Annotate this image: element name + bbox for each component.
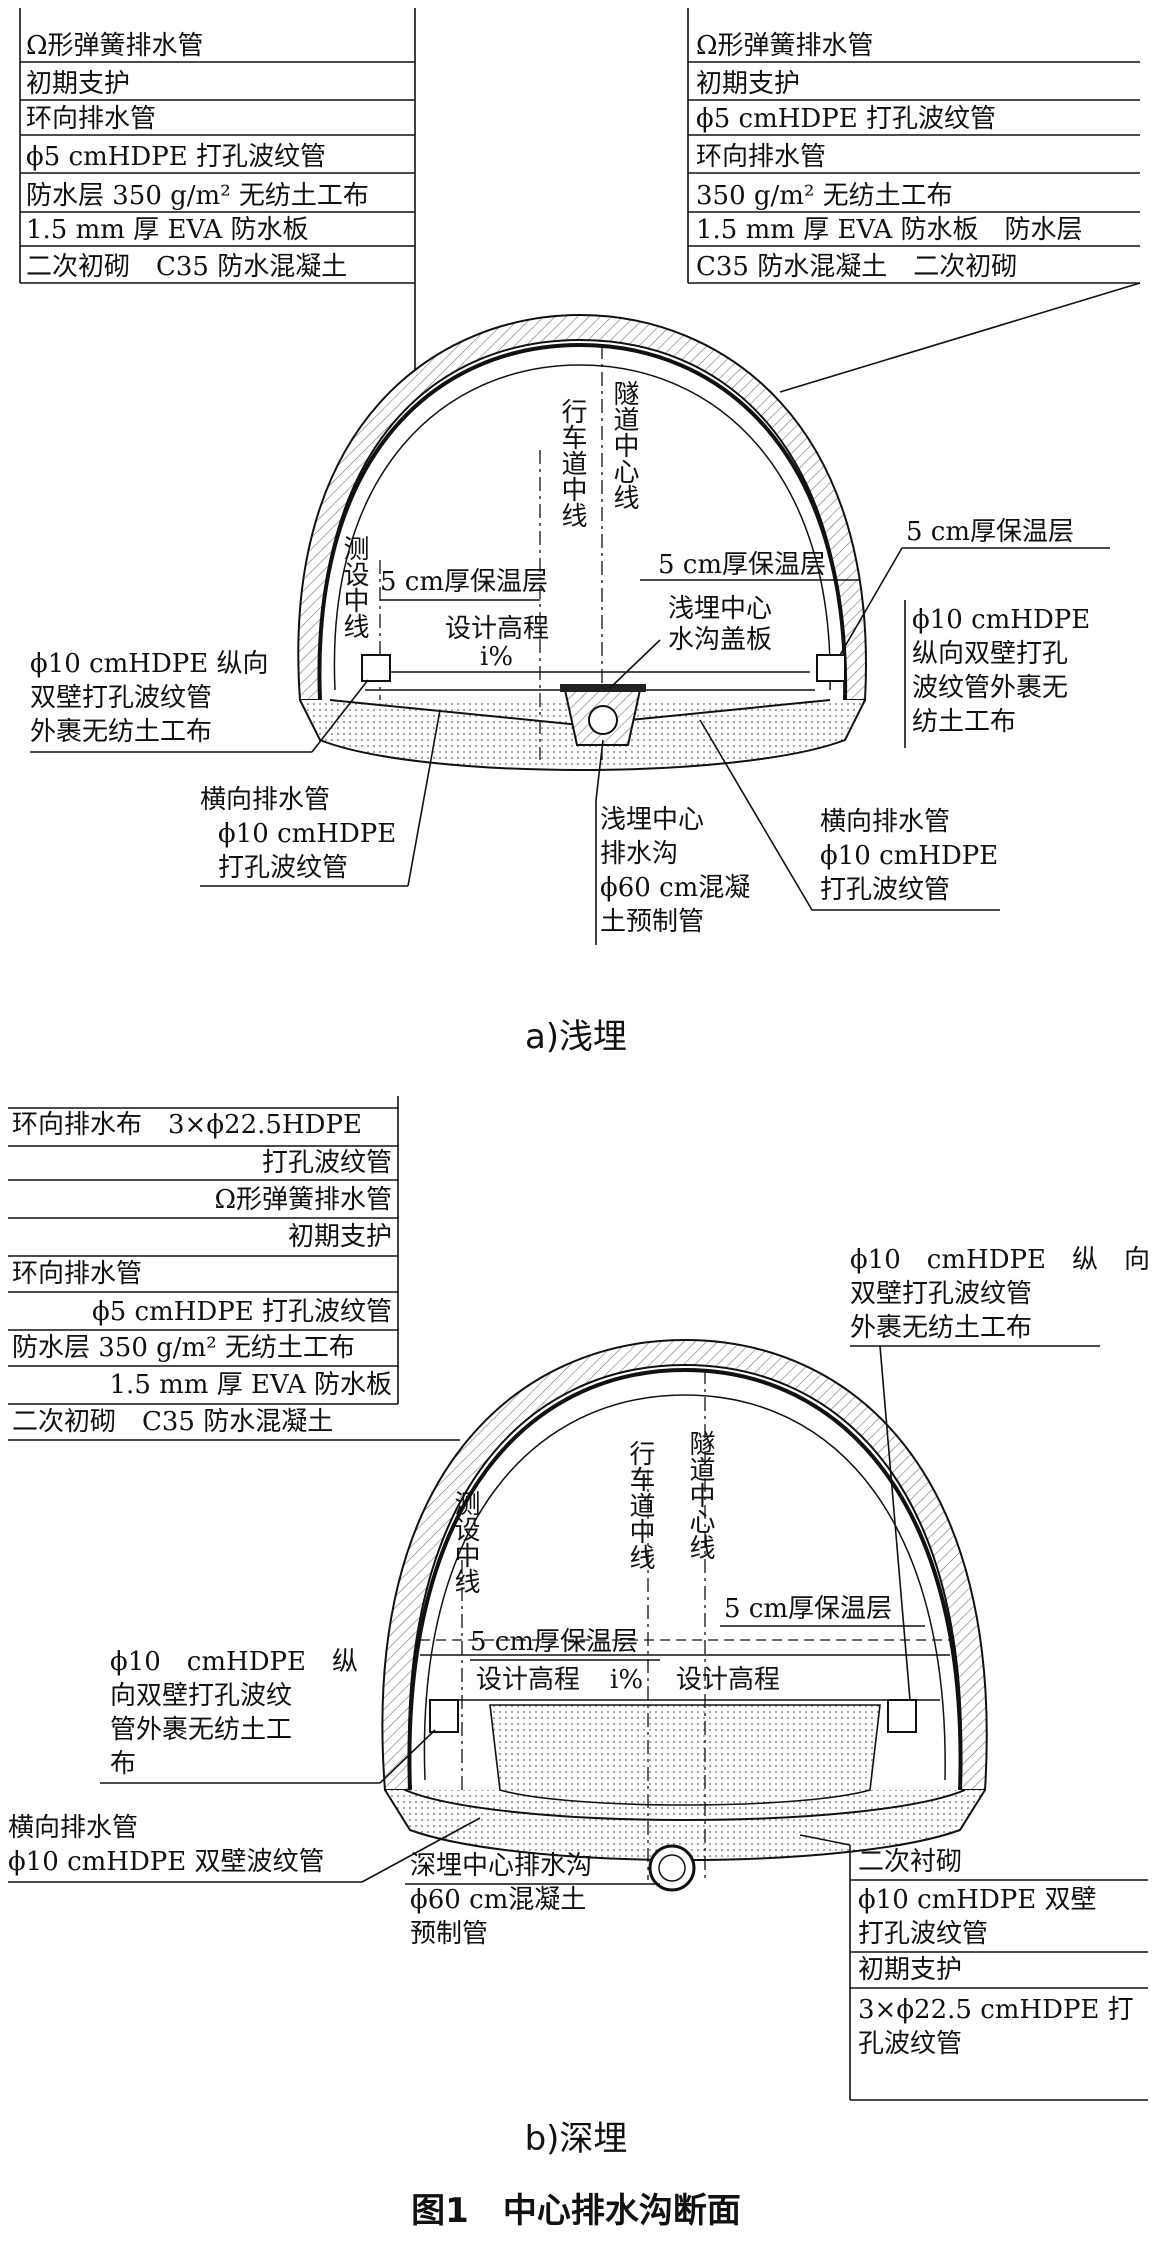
shallow-left-label: 1.5 mm 厚 EVA 防水板 [26, 215, 308, 245]
deep-right-top-label: 外裹无纺土工布 [850, 1313, 1032, 1343]
shallow-left-label-table: Ω形弹簧排水管 初期支护 环向排水管 ϕ5 cmHDPE 打孔波纹管 防水层 3… [19, 8, 416, 284]
deep-right-label: 初期支护 [858, 1955, 962, 1985]
deep-lane-center-label: 行车道中线 [625, 1440, 655, 1570]
shallow-left-label: ϕ5 cmHDPE 打孔波纹管 [26, 142, 326, 172]
deep-center-ditch-label: ϕ60 cm混凝土 [410, 1885, 586, 1915]
shallow-tunnel-center-label: 隧道中心线 [609, 380, 639, 510]
deep-cross-pipe: 横向排水管 [8, 1813, 138, 1843]
shallow-center-ditch [560, 684, 646, 746]
shallow-left-label: 初期支护 [26, 69, 130, 99]
deep-left-label: 1.5 mm 厚 EVA 防水板 [110, 1370, 392, 1400]
deep-right-label: 打孔波纹管 [858, 1919, 988, 1949]
shallow-insulation-left: 5 cm厚保温层 [380, 567, 548, 597]
deep-left-label: 二次初砌 C35 防水混凝土 [12, 1407, 333, 1437]
shallow-insulation-right: 5 cm厚保温层 [906, 517, 1074, 547]
deep-center-ditch-label: 深埋中心排水沟 [410, 1851, 592, 1881]
deep-right-label-table: 二次衬砌 ϕ10 cmHDPE 双壁 打孔波纹管 初期支护 3×ϕ22.5 cm… [799, 1834, 1148, 2101]
deep-right-label: 二次衬砌 [858, 1847, 962, 1877]
deep-design-elev-left: 设计高程 [476, 1665, 580, 1695]
shallow-right-label: 初期支护 [696, 69, 800, 99]
deep-insulation-mid: 5 cm厚保温层 [470, 1627, 638, 1657]
shallow-cross-pipe-left: 打孔波纹管 [218, 853, 348, 883]
shallow-left-label: Ω形弹簧排水管 [26, 31, 204, 61]
shallow-cross-pipe-left: 横向排水管 [200, 785, 330, 815]
deep-left-label: ϕ5 cmHDPE 打孔波纹管 [92, 1297, 392, 1327]
shallow-cross-pipe-right: 打孔波纹管 [820, 875, 950, 905]
deep-left-label: 环向排水管 [12, 1259, 142, 1289]
deep-left-label: 初期支护 [288, 1222, 392, 1252]
shallow-long-pipe-left: ϕ10 cmHDPE 纵向 [30, 649, 269, 679]
deep-long-pipe-left: 管外裹无纺土工 [110, 1715, 292, 1745]
deep-long-pipe-left: ϕ10 cmHDPE 纵 [110, 1647, 358, 1677]
shallow-measure-center-label: 测设中线 [339, 535, 369, 639]
shallow-slope: i% [480, 642, 513, 672]
shallow-insulation-mid: 5 cm厚保温层 [658, 550, 826, 580]
deep-right-label: 3×ϕ22.5 cmHDPE 打 [858, 1995, 1134, 2025]
shallow-right-longitudinal-pipe [816, 654, 846, 682]
shallow-left-label: 防水层 350 g/m² 无纺土工布 [26, 181, 369, 211]
shallow-section: Ω形弹簧排水管 初期支护 环向排水管 ϕ5 cmHDPE 打孔波纹管 防水层 3… [19, 8, 1141, 1057]
deep-measure-center-label: 测设中线 [450, 1490, 480, 1594]
deep-caption: b)深埋 [525, 2119, 628, 2159]
shallow-long-pipe-right: ϕ10 cmHDPE [912, 605, 1090, 635]
shallow-center-ditch-label: 排水沟 [600, 839, 678, 869]
shallow-center-ditch-label: 土预制管 [600, 907, 704, 937]
shallow-cross-pipe-left: ϕ10 cmHDPE [218, 819, 396, 849]
deep-long-pipe-left: 布 [110, 1749, 136, 1779]
shallow-long-pipe-right: 纵向双壁打孔 [912, 639, 1068, 669]
shallow-right-label: 1.5 mm 厚 EVA 防水板 防水层 [696, 215, 1082, 245]
deep-left-label-table: 环向排水布 3×ϕ22.5HDPE 打孔波纹管 Ω形弹簧排水管 初期支护 环向排… [8, 1096, 460, 1441]
deep-right-label: ϕ10 cmHDPE 双壁 [858, 1885, 1097, 1915]
deep-tunnel-lining [381, 1338, 988, 1861]
deep-cross-pipe: ϕ10 cmHDPE 双壁波纹管 [8, 1847, 325, 1877]
deep-right-top-label: ϕ10 cmHDPE 纵 向 [850, 1245, 1150, 1275]
shallow-cross-pipe-right: 横向排水管 [820, 807, 950, 837]
shallow-long-pipe-left: 双壁打孔波纹管 [30, 683, 212, 713]
deep-insulation-right: 5 cm厚保温层 [724, 1594, 892, 1624]
deep-center-ditch-label: 预制管 [410, 1919, 488, 1949]
deep-design-elev-right: 设计高程 [676, 1665, 780, 1695]
deep-right-longitudinal-pipe [887, 1699, 917, 1733]
shallow-right-label: Ω形弹簧排水管 [696, 31, 874, 61]
deep-left-label: 防水层 350 g/m² 无纺土工布 [12, 1333, 355, 1363]
shallow-center-ditch-label: ϕ60 cm混凝 [600, 873, 750, 903]
shallow-right-label: 350 g/m² 无纺土工布 [696, 181, 953, 211]
deep-section: 环向排水布 3×ϕ22.5HDPE 打孔波纹管 Ω形弹簧排水管 初期支护 环向排… [8, 1096, 1150, 2159]
shallow-long-pipe-left: 外裹无纺土工布 [30, 717, 212, 747]
deep-left-longitudinal-pipe [429, 1699, 459, 1733]
shallow-cover-plate-label: 水沟盖板 [668, 625, 772, 655]
shallow-right-label-table: Ω形弹簧排水管 初期支护 ϕ5 cmHDPE 打孔波纹管 环向排水管 350 g… [687, 8, 1140, 284]
shallow-left-label: 二次初砌 C35 防水混凝土 [26, 252, 347, 282]
deep-long-pipe-left: 向双壁打孔波纹 [110, 1681, 292, 1711]
deep-tunnel-center-label: 隧道中心线 [685, 1430, 715, 1560]
shallow-right-label: C35 防水混凝土 二次初砌 [696, 252, 1017, 282]
deep-left-label: 环向排水布 3×ϕ22.5HDPE [12, 1110, 362, 1140]
shallow-lane-center-label: 行车道中线 [557, 398, 587, 528]
shallow-left-label: 环向排水管 [26, 104, 156, 134]
deep-center-ditch [648, 1844, 696, 1892]
shallow-long-pipe-right: 纺土工布 [912, 707, 1016, 737]
shallow-ditch-cover-plate [560, 684, 646, 692]
shallow-cross-pipe-right: ϕ10 cmHDPE [820, 841, 998, 871]
shallow-right-label: 环向排水管 [696, 142, 826, 172]
shallow-center-ditch-label: 浅埋中心 [600, 805, 704, 835]
shallow-cover-plate-label: 浅埋中心 [668, 594, 772, 624]
deep-right-label: 孔波纹管 [858, 2029, 962, 2059]
shallow-left-longitudinal-pipe [361, 654, 391, 682]
deep-left-label: Ω形弹簧排水管 [214, 1185, 392, 1215]
shallow-design-elevation: 设计高程 [445, 614, 549, 644]
shallow-long-pipe-right: 波纹管外裹无 [912, 673, 1068, 703]
shallow-caption: a)浅埋 [525, 1017, 627, 1057]
deep-right-top-label: 双壁打孔波纹管 [850, 1279, 1032, 1309]
shallow-right-label: ϕ5 cmHDPE 打孔波纹管 [696, 104, 996, 134]
deep-left-label: 打孔波纹管 [262, 1148, 392, 1178]
figure-title: 图1 中心排水沟断面 [411, 2191, 741, 2231]
deep-slope: i% [610, 1665, 643, 1695]
